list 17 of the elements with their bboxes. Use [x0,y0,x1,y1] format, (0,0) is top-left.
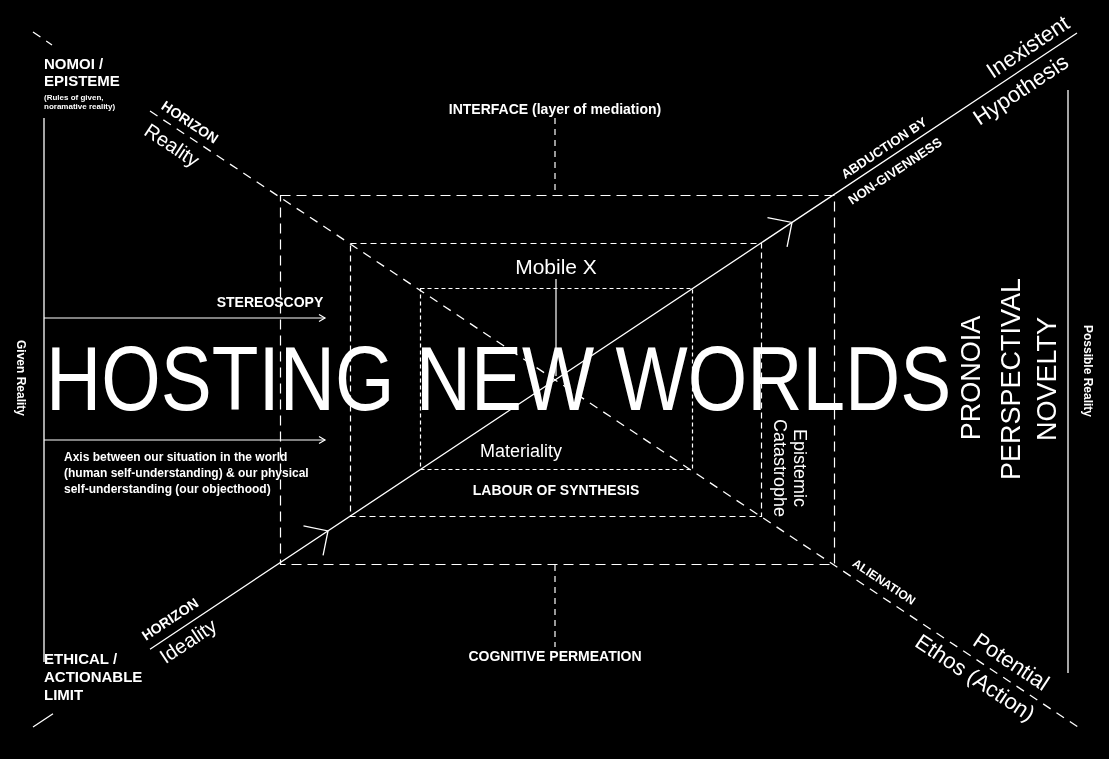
node-label: Mobile X [515,255,597,279]
vertical-label: PERSPECTIVAL [997,277,1025,481]
note-text: (Rules of given, noramative reality) [44,93,117,111]
frame-label: Materiality [480,440,562,462]
section-label: COGNITIVE PERMEATION [468,647,642,665]
vertical-label: NOVELTY [1033,317,1061,441]
leader-line [554,564,556,648]
vertical-label: Given Reality [14,340,28,416]
heading-text: ETHICAL / ACTIONABLE LIMIT [44,650,144,704]
vertical-label: Possible Reality [1081,325,1095,417]
arrow-label: STEREOSCOPY [216,294,324,310]
section-label: INTERFACE (layer of mediation) [448,100,662,118]
vertical-label: Epistemic Catastrophe [770,418,810,518]
section-label: LABOUR OF SYNTHESIS [472,481,640,499]
note-text: Axis between our situation in the world (human self-understanding) & our physical self-understanding (our objecthood) [64,449,310,497]
heading-text: NOMOI / EPISTEME [44,55,121,89]
vertical-label: PRONOIA [957,315,985,441]
